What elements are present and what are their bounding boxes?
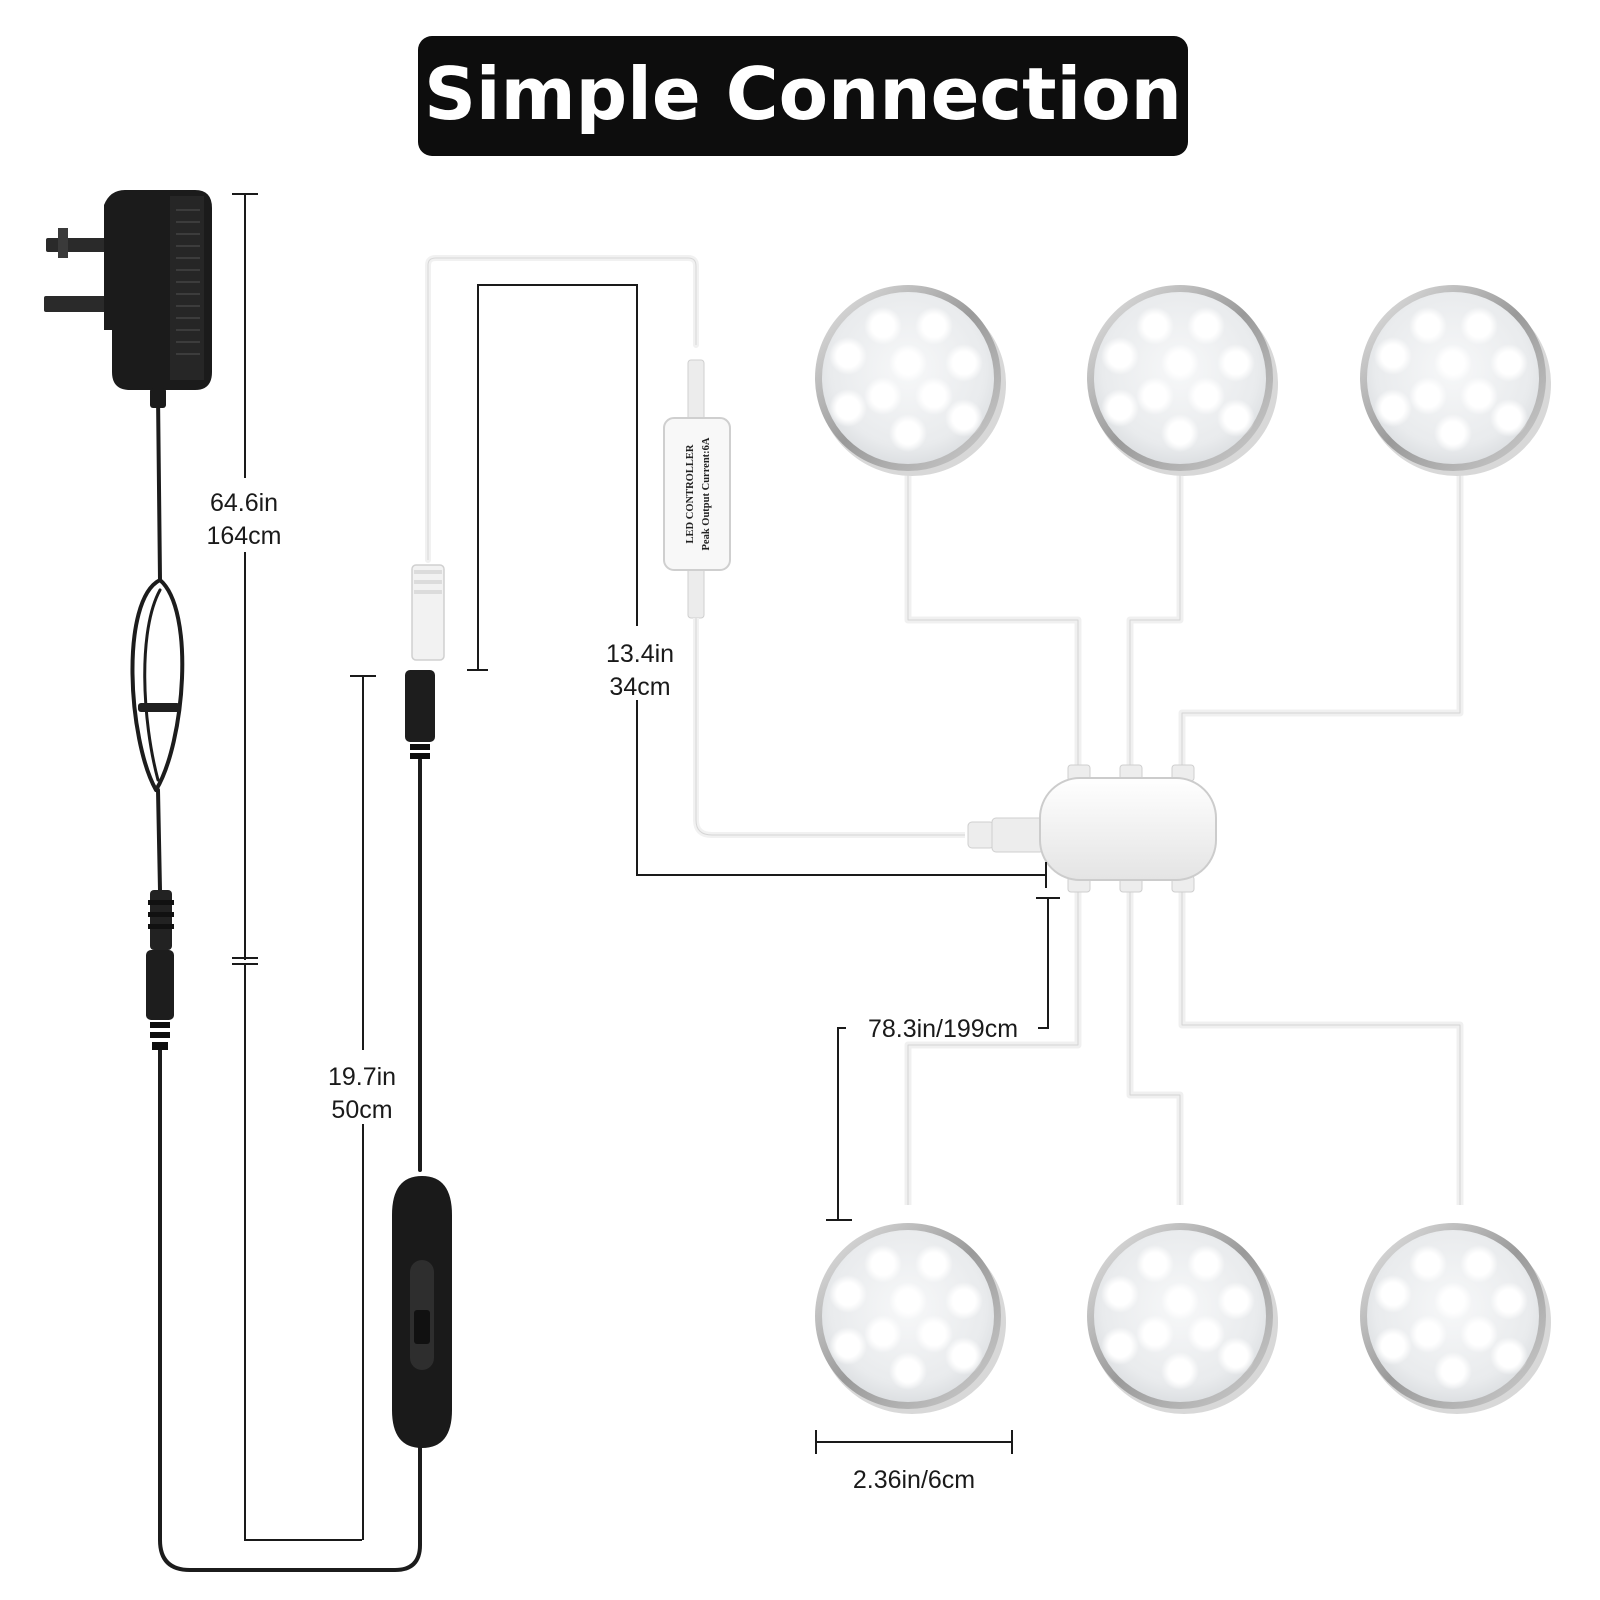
led-chip xyxy=(945,1337,983,1375)
led-chip xyxy=(1161,414,1199,452)
led-chip xyxy=(1217,1337,1255,1375)
led-chip xyxy=(1161,1282,1199,1320)
led-chip xyxy=(1101,1327,1139,1365)
led-chip xyxy=(829,337,867,375)
led-chip xyxy=(1374,389,1412,427)
cable-tie xyxy=(138,703,180,712)
light-puck xyxy=(1360,285,1551,476)
inline-switch xyxy=(392,1176,452,1448)
led-chip xyxy=(829,1327,867,1365)
light-puck xyxy=(815,1223,1006,1414)
light-puck xyxy=(1360,1223,1551,1414)
light-puck xyxy=(815,285,1006,476)
controller-label: LED CONTROLLER xyxy=(685,444,696,543)
page-title: Simple Connection xyxy=(424,52,1182,136)
led-chip xyxy=(864,307,902,345)
led-chip xyxy=(1434,1282,1472,1320)
power-adapter xyxy=(44,190,212,408)
led-chip xyxy=(1490,399,1528,437)
light-diameter: 2.36in/6cm xyxy=(853,1466,975,1494)
light-cables xyxy=(904,470,1464,1205)
led-chip xyxy=(1136,1315,1174,1353)
led-chip xyxy=(1409,377,1447,415)
switch-cable-length-in: 19.7in xyxy=(328,1063,396,1091)
dimension-labels: 64.6in 164cm 19.7in 50cm 13.4in 34cm 78.… xyxy=(206,489,1018,1494)
led-chip xyxy=(1187,1315,1225,1353)
led-chip xyxy=(1101,389,1139,427)
led-chip xyxy=(889,344,927,382)
light-puck xyxy=(1087,285,1278,476)
led-chip xyxy=(1460,1315,1498,1353)
controller-cable-length-in: 13.4in xyxy=(606,640,674,668)
adapter-cable-length-in: 64.6in xyxy=(210,489,278,517)
led-chip xyxy=(915,1315,953,1353)
light-pucks xyxy=(815,285,1551,1414)
led-chip xyxy=(889,1352,927,1390)
led-chip xyxy=(1217,399,1255,437)
led-chip xyxy=(889,414,927,452)
led-chip xyxy=(864,1315,902,1353)
led-chip xyxy=(1409,1315,1447,1353)
title-banner: Simple Connection xyxy=(418,36,1188,156)
led-chip xyxy=(1161,344,1199,382)
led-chip xyxy=(1187,307,1225,345)
led-chip xyxy=(945,1282,983,1320)
led-chip xyxy=(1490,344,1528,382)
led-chip xyxy=(889,1282,927,1320)
led-chip xyxy=(829,389,867,427)
led-chip xyxy=(1434,414,1472,452)
led-chip xyxy=(1136,307,1174,345)
adapter-cable-length-cm: 164cm xyxy=(206,522,281,550)
led-chip xyxy=(1409,1245,1447,1283)
led-chip xyxy=(1434,344,1472,382)
led-chip xyxy=(1187,377,1225,415)
led-chip xyxy=(1161,1352,1199,1390)
led-chip xyxy=(945,344,983,382)
light-puck xyxy=(1087,1223,1278,1414)
dc-connector-black xyxy=(146,890,174,1050)
led-chip xyxy=(864,377,902,415)
led-chip xyxy=(1490,1337,1528,1375)
led-chip xyxy=(1217,1282,1255,1320)
led-chip xyxy=(1136,377,1174,415)
led-chip xyxy=(1460,1245,1498,1283)
led-chip xyxy=(1490,1282,1528,1320)
led-chip xyxy=(864,1245,902,1283)
controller-rating: Peak Output Current:6A xyxy=(701,437,712,550)
led-chip xyxy=(1101,1275,1139,1313)
dc-connector-switch xyxy=(405,670,435,759)
controller-cable xyxy=(693,618,965,838)
led-chip xyxy=(1101,337,1139,375)
dimension-lines xyxy=(232,193,1060,1541)
led-chip xyxy=(1434,1352,1472,1390)
switch-cable-length-cm: 50cm xyxy=(331,1096,392,1124)
power-cable xyxy=(130,393,422,1572)
led-chip xyxy=(915,307,953,345)
controller-cable-length-cm: 34cm xyxy=(609,673,670,701)
led-chip xyxy=(915,377,953,415)
led-chip xyxy=(1374,1275,1412,1313)
led-chip xyxy=(1374,1327,1412,1365)
led-chip xyxy=(1136,1245,1174,1283)
distribution-hub xyxy=(967,764,1217,893)
led-chip xyxy=(1460,377,1498,415)
dc-connector-white xyxy=(411,255,699,661)
led-chip xyxy=(829,1275,867,1313)
led-chip xyxy=(1187,1245,1225,1283)
led-chip xyxy=(945,399,983,437)
led-chip xyxy=(1460,307,1498,345)
led-chip xyxy=(915,1245,953,1283)
led-chip xyxy=(1217,344,1255,382)
led-chip xyxy=(1374,337,1412,375)
light-cable-length: 78.3in/199cm xyxy=(868,1015,1018,1043)
led-controller: LED CONTROLLER Peak Output Current:6A xyxy=(663,359,731,619)
led-chip xyxy=(1409,307,1447,345)
